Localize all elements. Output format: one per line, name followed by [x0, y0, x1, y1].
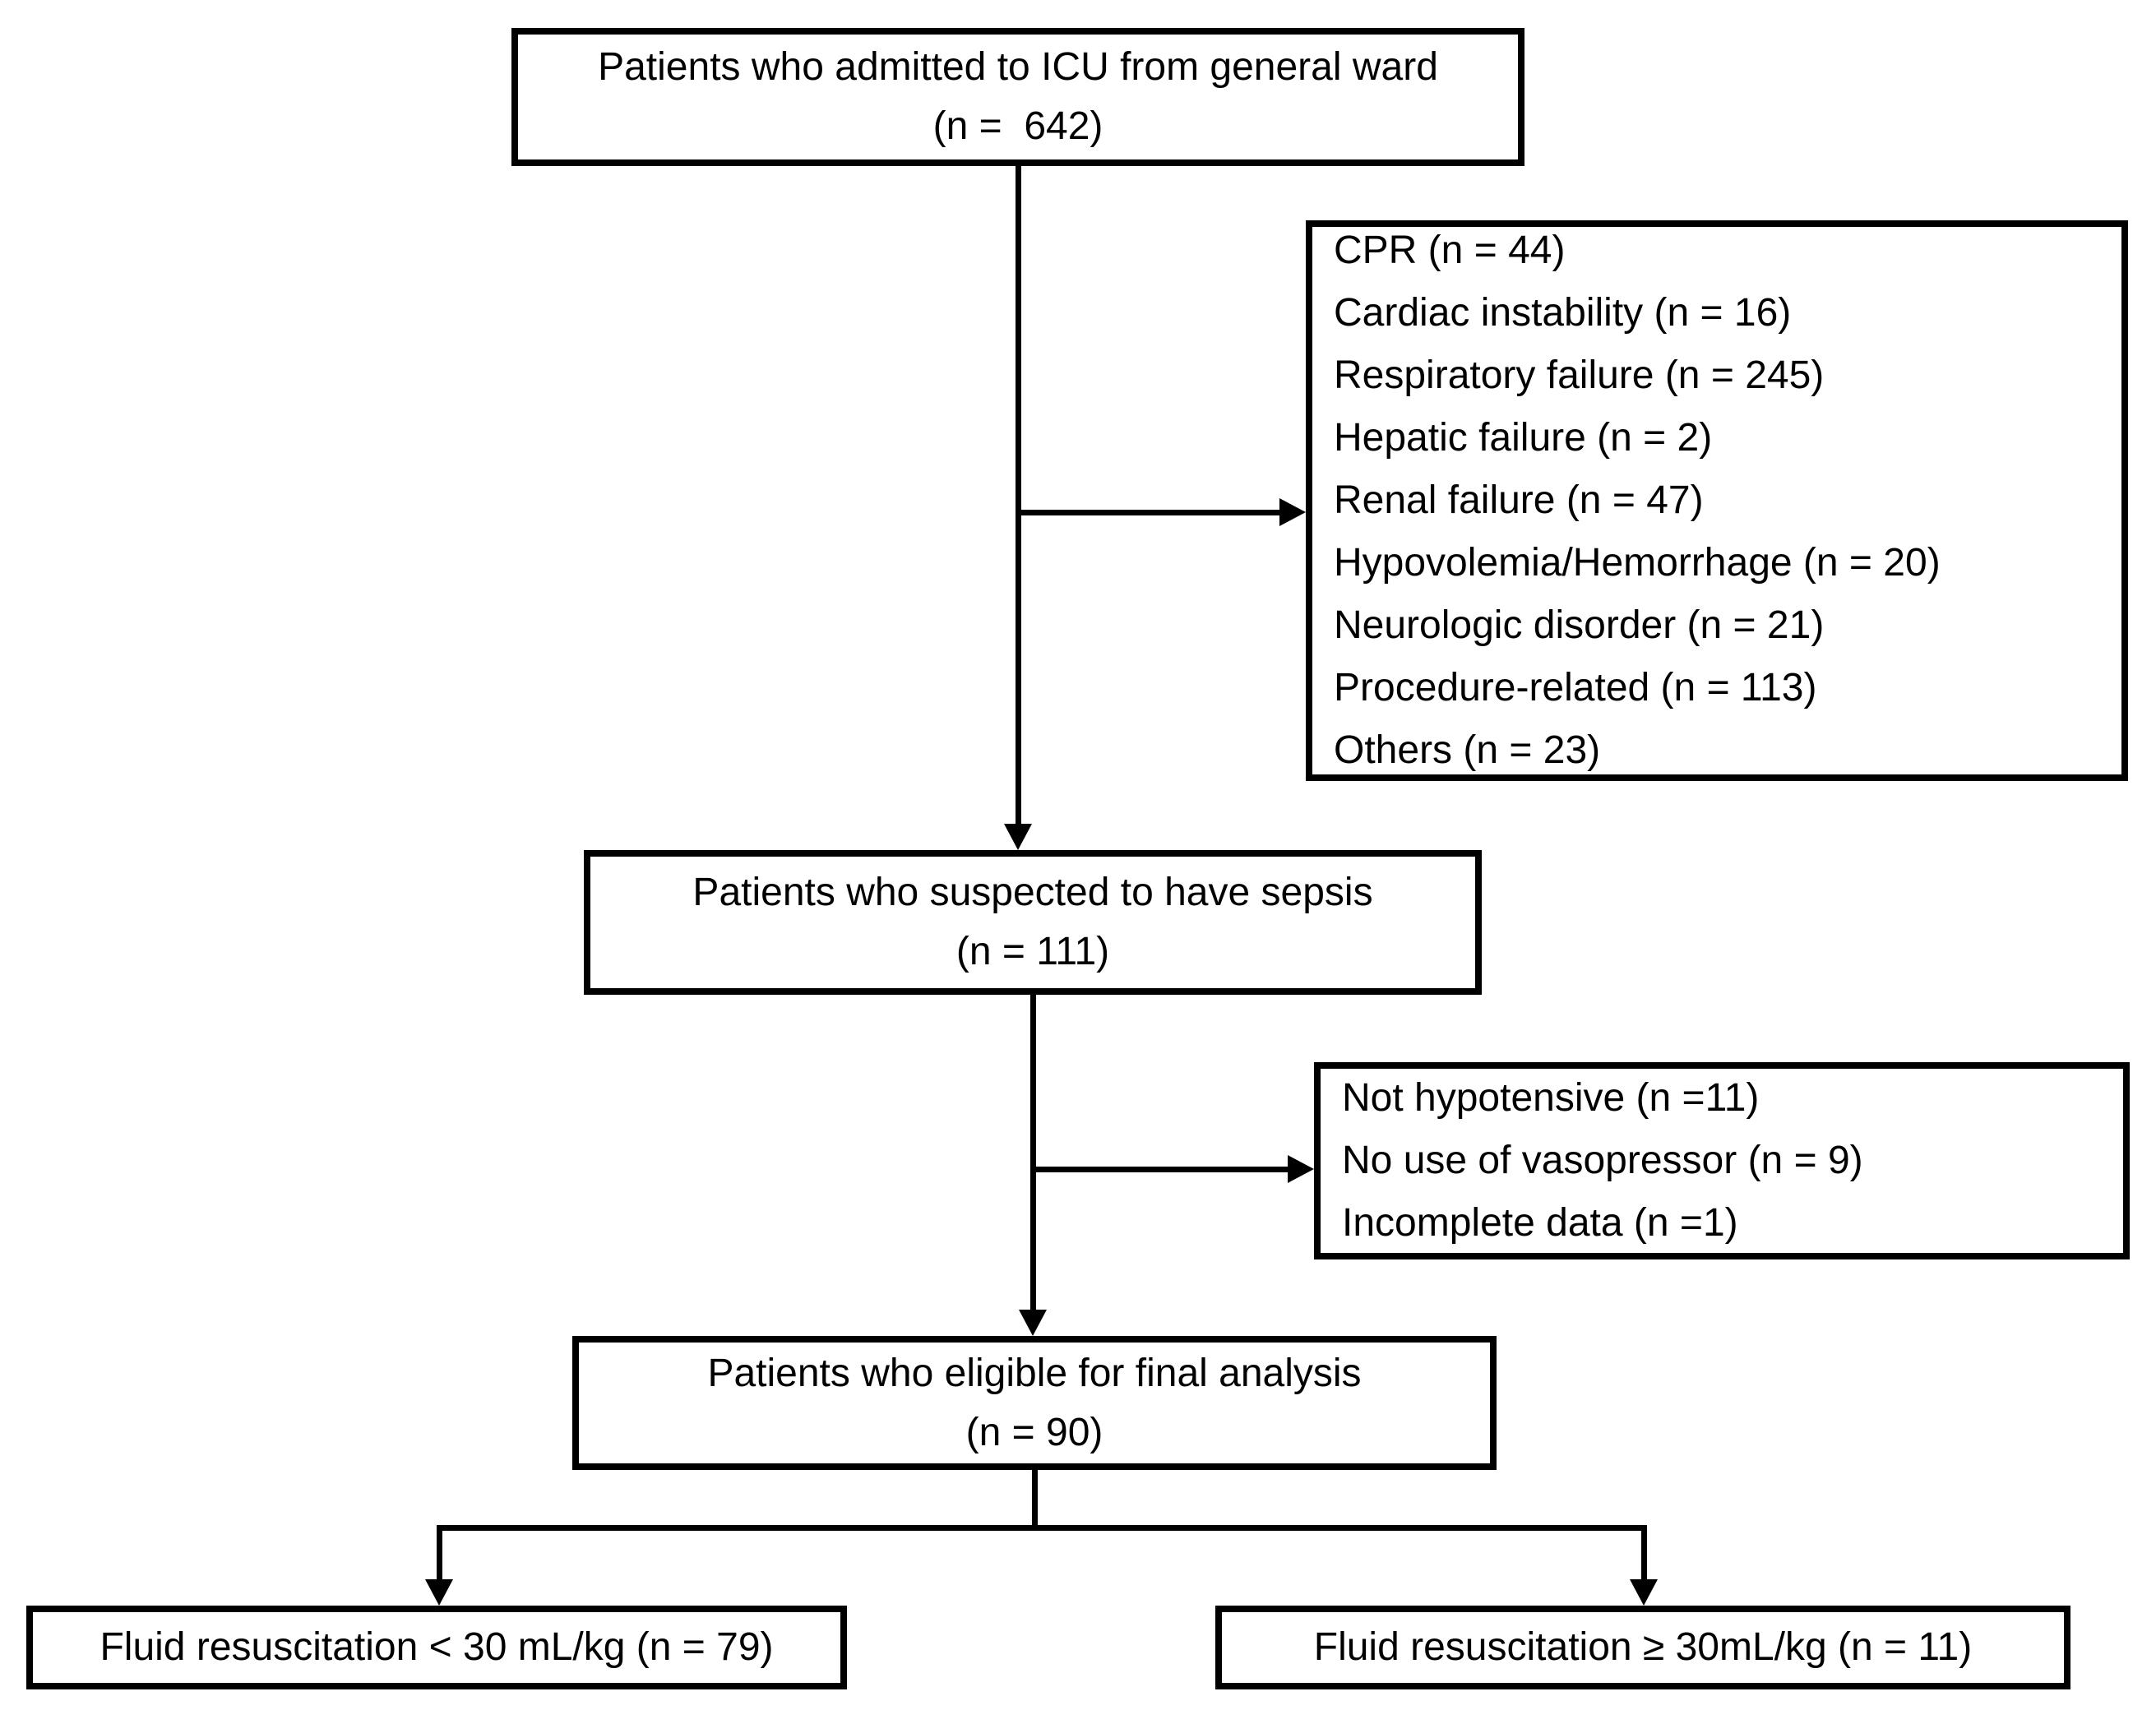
exclusion1-item: Cardiac instability (n = 16): [1334, 291, 1792, 335]
exclusion2-item: No use of vasopressor (n = 9): [1342, 1139, 1863, 1182]
connector-to-exclusion1: [1018, 510, 1281, 515]
node-sepsis-label: Patients who suspected to have sepsis: [692, 871, 1373, 914]
node-eligible-label: Patients who eligible for final analysis: [707, 1351, 1362, 1395]
exclusion1-item: Neurologic disorder (n = 21): [1334, 603, 1825, 647]
node-fluid-under-30-label: Fluid resuscitation < 30 mL/kg (n = 79): [99, 1625, 774, 1669]
connector-sepsis-to-eligible: [1030, 995, 1036, 1311]
node-eligible-count: (n = 90): [965, 1410, 1103, 1454]
node-exclusion-reasons-icu: CPR (n = 44) Cardiac instability (n = 16…: [1306, 220, 2128, 781]
node-admitted-label: Patients who admitted to ICU from genera…: [598, 45, 1438, 89]
node-fluid-under-30: Fluid resuscitation < 30 mL/kg (n = 79): [26, 1606, 847, 1689]
exclusion1-item: Hepatic failure (n = 2): [1334, 416, 1713, 460]
arrowhead-into-exclusion1: [1279, 498, 1306, 526]
exclusion1-item: Others (n = 23): [1334, 728, 1601, 772]
exclusion2-item: Incomplete data (n =1): [1342, 1201, 1738, 1245]
connector-split-bar: [437, 1525, 1647, 1531]
connector-split-to-fluid-low: [437, 1525, 442, 1581]
node-exclusion-reasons-sepsis: Not hypotensive (n =11) No use of vasopr…: [1314, 1062, 2130, 1259]
exclusion1-item: Renal failure (n = 47): [1334, 478, 1704, 522]
exclusion1-item: Hypovolemia/Hemorrhage (n = 20): [1334, 541, 1941, 585]
exclusion1-item: Respiratory failure (n = 245): [1334, 354, 1825, 397]
arrowhead-into-exclusion2: [1288, 1155, 1314, 1183]
exclusion1-item: Procedure-related (n = 113): [1334, 666, 1817, 709]
node-sepsis-count: (n = 111): [955, 930, 1110, 973]
node-admitted-to-icu: Patients who admitted to ICU from genera…: [511, 28, 1524, 166]
connector-to-exclusion2: [1033, 1167, 1289, 1172]
node-admitted-count: (n = 642): [932, 104, 1103, 148]
arrowhead-into-fluid-low: [425, 1579, 453, 1606]
arrowhead-into-eligible: [1019, 1310, 1047, 1336]
exclusion1-item: CPR (n = 44): [1334, 229, 1566, 272]
connector-split-to-fluid-high: [1641, 1525, 1647, 1581]
exclusion2-item: Not hypotensive (n =11): [1342, 1076, 1760, 1120]
node-fluid-30-or-more-label: Fluid resuscitation ≥ 30mL/kg (n = 11): [1313, 1625, 1973, 1669]
connector-admitted-to-sepsis: [1016, 166, 1021, 825]
node-fluid-30-or-more: Fluid resuscitation ≥ 30mL/kg (n = 11): [1215, 1606, 2070, 1689]
arrowhead-into-sepsis: [1004, 824, 1032, 850]
node-suspected-sepsis: Patients who suspected to have sepsis (n…: [584, 850, 1482, 995]
arrowhead-into-fluid-high: [1630, 1579, 1658, 1606]
connector-eligible-to-split: [1032, 1470, 1038, 1531]
node-eligible-final-analysis: Patients who eligible for final analysis…: [572, 1336, 1497, 1470]
